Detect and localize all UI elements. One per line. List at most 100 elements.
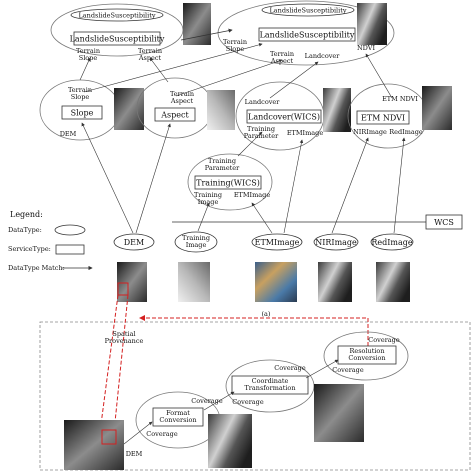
susc-small-datatype	[70, 8, 164, 22]
coord-image	[314, 384, 364, 442]
susc-link-arrow	[180, 28, 233, 41]
susc-small-service-text: LandslideSusceptibility	[70, 35, 165, 44]
ndvi-in2: RedImage	[389, 128, 423, 136]
res-service	[337, 345, 397, 365]
susc-main-type-text: LandslideSusceptibility	[269, 7, 346, 15]
susc-small-group: LandslideSusceptibility LandslideSuscept…	[50, 3, 184, 62]
susc-main-service-text: LandslideSusceptibility	[260, 31, 355, 40]
data-dem	[113, 233, 155, 251]
landcover-service	[246, 109, 322, 124]
aspect-to-susc-arrow	[175, 59, 283, 97]
landcover-out-label: Landcover	[245, 98, 281, 106]
aspect-thumbnail	[207, 90, 235, 130]
legend-datatype-symbol	[54, 224, 86, 236]
landcover-in2: ETMImage	[287, 129, 324, 137]
slope-thumbnail	[114, 88, 144, 130]
training-service-text: Training(WICS)	[196, 179, 260, 188]
ndvi-to-susc-arrow	[365, 53, 393, 99]
dem-to-format-arrow	[123, 421, 153, 445]
slope-to-small-arrow	[79, 57, 91, 81]
dem-highlight-top	[117, 282, 129, 296]
data-red-text: RedImage	[371, 238, 413, 247]
aspect-service-text: Aspect	[160, 111, 189, 120]
coord-service	[231, 375, 309, 395]
provenance-link-right	[113, 294, 129, 433]
legend-match-label: DataType Match:	[8, 264, 65, 272]
provenance-link-left	[99, 294, 119, 433]
data-etm	[251, 233, 303, 251]
coord-to-res-arrow	[305, 359, 339, 379]
red-thumbnail	[376, 262, 410, 302]
dem-to-aspect-arrow	[135, 123, 171, 234]
landcover-to-susc-arrow	[269, 61, 319, 99]
format-service	[152, 407, 204, 427]
aspect-to-small-arrow	[149, 57, 169, 83]
ndvi-service-text: ETM NDVI	[361, 114, 405, 123]
training-service	[194, 175, 262, 190]
training-thumbnail	[178, 262, 210, 302]
bottom-dem-label: DEM	[126, 450, 143, 458]
format-coverage-in: Coverage	[146, 430, 178, 438]
dem-highlight-bottom	[101, 429, 117, 445]
data-dem-text: DEM	[124, 238, 144, 247]
etm-to-landcover-arrow	[283, 139, 304, 234]
res-ring	[323, 331, 409, 381]
trainimg-to-training-arrow	[197, 202, 210, 232]
coord-coverage-in: Coverage	[232, 398, 264, 406]
bottom-dem-image	[64, 420, 124, 470]
format-to-coord-arrow	[203, 391, 235, 411]
legend-servicetype-symbol	[55, 244, 85, 255]
susc-small-type-text: LandslideSusceptibility	[78, 12, 155, 20]
legend-title: Legend:	[10, 210, 43, 219]
susc-main-group: LandslideSusceptibility LandslideSuscept…	[217, 0, 395, 66]
data-nir-text: NIRImage	[315, 238, 357, 247]
etm-to-training-arrow	[251, 202, 273, 234]
ndvi-group: ETM NDVI ETM NDVI NIRImage RedImage	[347, 83, 429, 149]
training-ring	[187, 153, 273, 211]
susc-main-in-ndvi: NDVI	[357, 44, 375, 52]
landcover-service-text: Landcover(WICS)	[248, 113, 320, 122]
res-coverage-in: Coverage	[332, 366, 364, 374]
slope-service	[61, 105, 103, 120]
landcover-thumbnail	[323, 88, 351, 132]
aspect-service	[154, 107, 196, 122]
panel-caption: (a)	[262, 310, 271, 318]
legend-servicetype-label: ServiceType:	[8, 245, 51, 253]
ndvi-service	[356, 110, 410, 125]
ndvi-out-label: ETM NDVI	[382, 95, 418, 103]
provenance-return-path	[139, 315, 369, 346]
training-in2: ETMImage	[234, 191, 271, 199]
legend: Legend: DataType: ServiceType: DataType …	[8, 210, 93, 272]
red-to-ndvi-arrow	[393, 137, 406, 234]
dem-to-slope-arrow	[81, 122, 134, 234]
top-panel: LandslideSusceptibility LandslideSuscept…	[39, 0, 463, 318]
ndvi-in1: NIRImage	[353, 128, 387, 136]
wcs-text: WCS	[434, 218, 454, 227]
ndvi-thumbnail	[422, 86, 452, 130]
susc-main-thumbnail	[357, 3, 387, 45]
dem-thumbnail	[117, 262, 147, 302]
etm-thumbnail	[255, 262, 297, 302]
format-coverage-out: Coverage	[191, 397, 223, 405]
coord-coverage-out: Coverage	[274, 364, 306, 372]
training-to-landcover-arrow	[237, 131, 263, 157]
slope-service-text: Slope	[71, 109, 94, 118]
data-nir	[313, 233, 359, 251]
format-image	[208, 414, 252, 468]
nir-thumbnail	[318, 262, 352, 302]
